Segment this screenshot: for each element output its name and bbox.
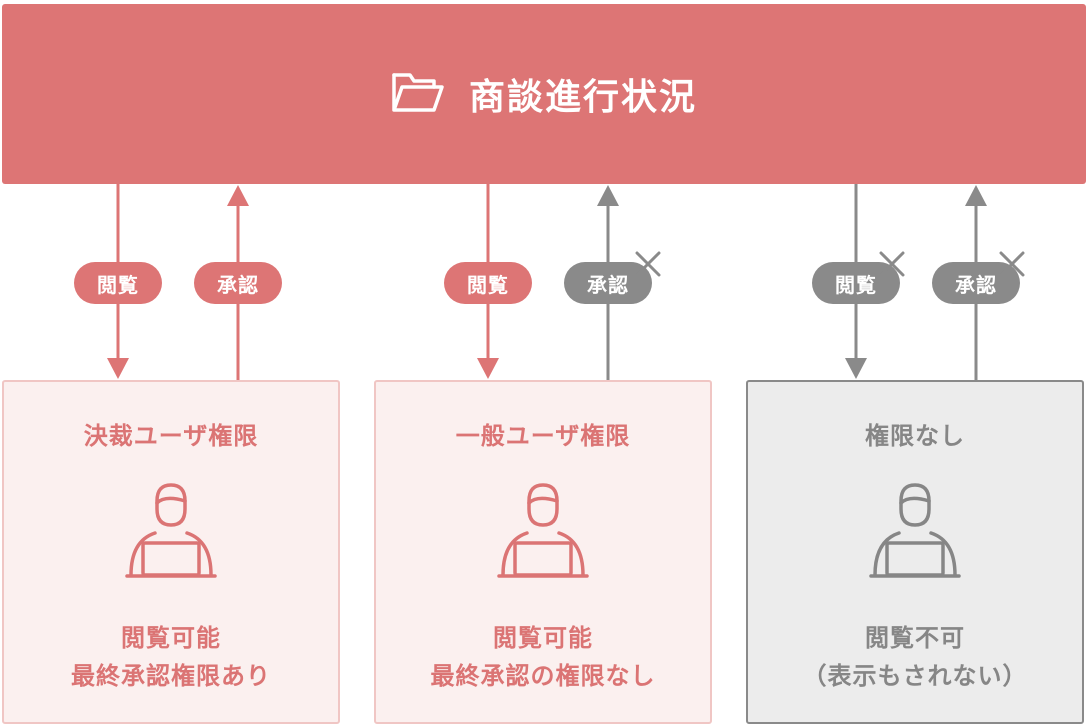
view-pill-card1: 閲覧	[74, 262, 162, 304]
view-pill-card2: 閲覧	[444, 262, 532, 304]
header-content: 商談進行状況	[391, 68, 697, 120]
card-description: 閲覧可能 最終承認権限あり	[71, 619, 271, 695]
denied-x-icon	[879, 251, 905, 277]
card-description: 閲覧可能 最終承認の権限なし	[431, 619, 656, 695]
card-approver-user: 決裁ユーザ権限 閲覧可能 最終承認権限あり	[2, 380, 340, 724]
card-title: 決裁ユーザ権限	[83, 422, 259, 450]
card-desc-line2: 最終承認の権限なし	[430, 662, 656, 690]
card-desc-line1: 閲覧可能	[493, 624, 593, 652]
folder-icon	[391, 70, 445, 118]
card-description: 閲覧不可 （表示もされない）	[803, 619, 1028, 695]
denied-x-icon	[999, 251, 1025, 277]
header-title: 商談進行状況	[468, 77, 697, 118]
card-desc-line2: 最終承認権限あり	[71, 662, 271, 690]
card-title: 権限なし	[865, 422, 965, 450]
card-general-user: 一般ユーザ権限 閲覧可能 最終承認の権限なし	[374, 380, 712, 724]
approve-pill-card1: 承認	[194, 262, 282, 304]
deal-progress-header: 商談進行状況	[2, 4, 1086, 184]
card-desc-line2: （表示もされない）	[802, 662, 1028, 690]
approve-pill-card2: 承認	[564, 262, 652, 304]
card-title: 一般ユーザ権限	[455, 422, 631, 450]
user-laptop-icon	[869, 483, 961, 578]
user-laptop-icon	[497, 483, 589, 578]
user-laptop-icon	[125, 483, 217, 578]
card-desc-line1: 閲覧可能	[121, 624, 221, 652]
card-no-permission: 権限なし 閲覧不可 （表示もされない）	[746, 380, 1084, 724]
card-desc-line1: 閲覧不可	[865, 624, 965, 652]
denied-x-icon	[635, 251, 661, 277]
